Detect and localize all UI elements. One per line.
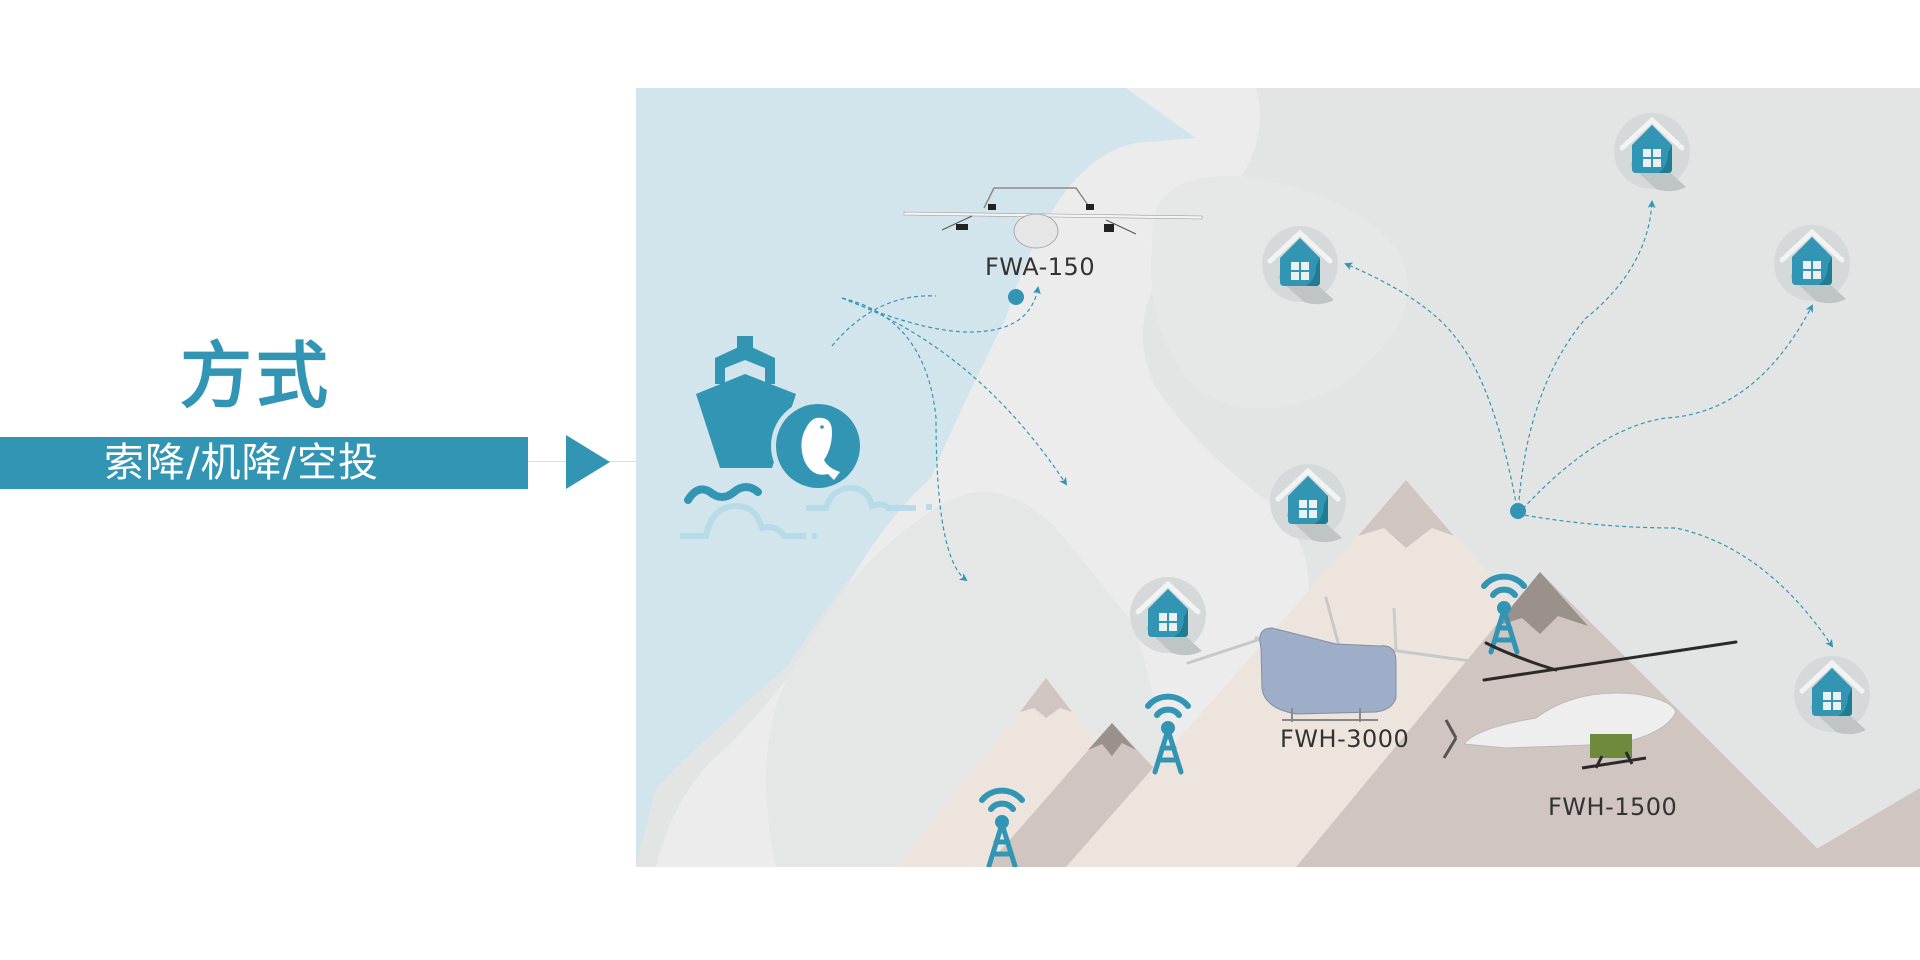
subtitle-band xyxy=(0,437,528,489)
sea-clouds xyxy=(680,484,932,539)
routes-hub-mountain xyxy=(1344,200,1834,648)
hub-dot-fwa-150 xyxy=(1008,289,1024,305)
fwa-150-drone-image xyxy=(903,187,1203,249)
fwh-1500-helicopter-image xyxy=(1442,640,1738,770)
delivery-scene: FWA-150 FWH-3000 FWH-1500 xyxy=(636,88,1920,867)
ship-icon xyxy=(684,336,796,504)
hub-dot-mountain xyxy=(1510,503,1526,519)
play-arrow-icon xyxy=(566,435,610,489)
routes-hub-fwa-150 xyxy=(831,286,1068,582)
fwh-3000-label: FWH-3000 xyxy=(1280,725,1410,753)
subtitle-text: 索降/机降/空投 xyxy=(104,440,379,486)
fwh-1500-label: FWH-1500 xyxy=(1548,793,1678,821)
fwh-3000-helicopter-image xyxy=(1186,596,1480,722)
sea-area xyxy=(636,88,1196,867)
page-title: 方式 xyxy=(180,334,333,418)
scene-svg xyxy=(636,88,1920,867)
fwa-150-label: FWA-150 xyxy=(985,253,1096,281)
